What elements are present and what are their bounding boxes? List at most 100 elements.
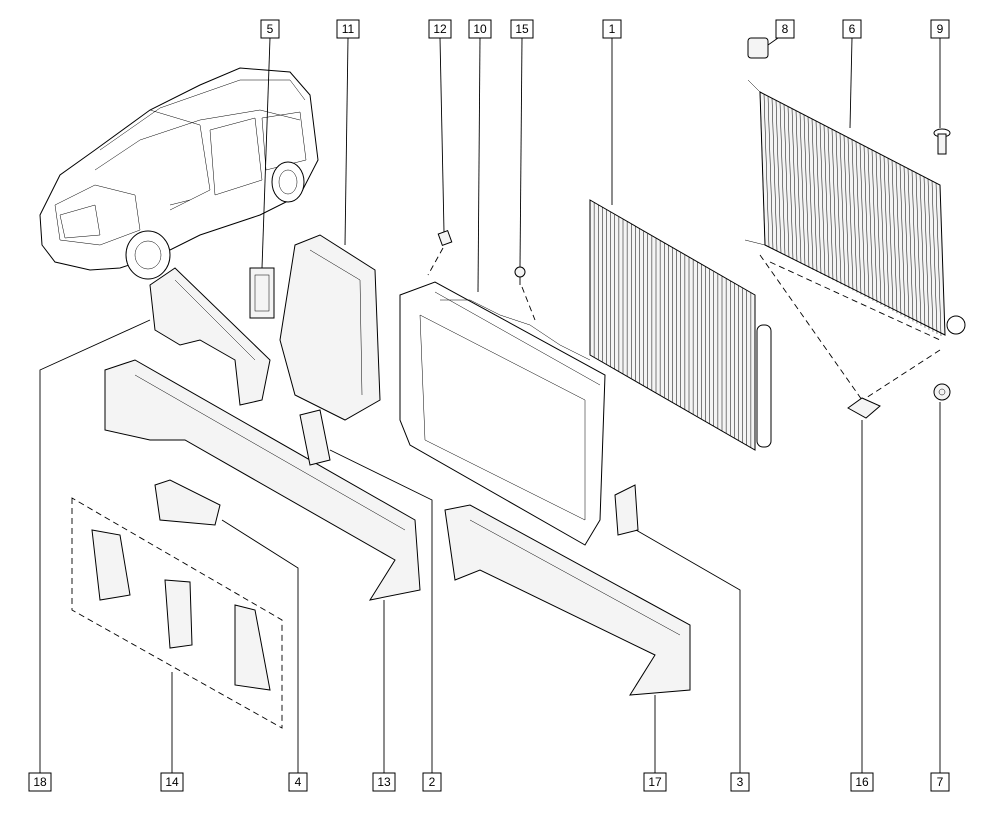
callout-12-text: 12	[433, 22, 447, 36]
callout-2: 2	[422, 772, 442, 792]
part-15-screw	[514, 266, 526, 285]
callout-16-text: 16	[855, 775, 869, 789]
part-1-condenser	[589, 199, 772, 451]
callout-11-text: 11	[342, 22, 355, 36]
fin-line	[859, 143, 866, 297]
part-14-kit	[71, 497, 283, 729]
fin-line	[823, 125, 830, 279]
callout-8: 8	[775, 19, 795, 39]
callout-9-text: 9	[937, 22, 944, 36]
part-18-bracket	[149, 267, 271, 406]
fin-line	[811, 118, 818, 272]
fin-line	[903, 166, 910, 320]
part-16-clip	[847, 397, 881, 419]
fin-line	[883, 156, 890, 310]
callout-10: 10	[468, 19, 492, 39]
callout-13-text: 13	[377, 775, 391, 789]
part-13-crossmember	[104, 359, 421, 601]
fin-line	[831, 129, 838, 283]
callout-labels: 5 11 12 10 15 1 8 6 9 18 14 4 13 2 17 3 …	[28, 19, 950, 792]
fin-line	[875, 151, 882, 305]
callout-15-text: 15	[515, 22, 529, 36]
fin-line	[919, 174, 926, 328]
callout-1-text: 1	[609, 22, 616, 36]
fin-line	[855, 141, 862, 295]
callout-6-text: 6	[849, 22, 856, 36]
leader-lines	[39, 37, 941, 773]
fin-line	[935, 182, 942, 336]
callout-10-text: 10	[473, 22, 487, 36]
part-9-bolt	[933, 128, 951, 155]
fin-line	[839, 133, 846, 287]
part-12-pin	[437, 230, 453, 246]
fin-line	[763, 94, 770, 248]
fin-line	[923, 176, 930, 330]
callout-1: 1	[602, 19, 622, 39]
fin-line	[803, 114, 810, 268]
vehicle-illustration	[39, 67, 319, 280]
fin-line	[795, 110, 802, 264]
part-17-crossmember	[444, 504, 691, 696]
callout-7: 7	[930, 772, 950, 792]
callout-17: 17	[643, 772, 667, 792]
callout-7-text: 7	[937, 775, 944, 789]
fin-line	[787, 106, 794, 260]
callout-9: 9	[930, 19, 950, 39]
callout-8-text: 8	[782, 22, 789, 36]
fin-line	[911, 170, 918, 324]
fin-line	[835, 131, 842, 285]
fin-line	[931, 180, 938, 334]
callout-12: 12	[428, 19, 452, 39]
fin-line	[815, 120, 822, 274]
callout-4-text: 4	[295, 775, 302, 789]
callout-15: 15	[510, 19, 534, 39]
callout-17-text: 17	[648, 775, 662, 789]
callout-3-text: 3	[737, 775, 744, 789]
fin-line	[799, 112, 806, 266]
fin-line	[775, 100, 782, 254]
part-5-clip	[249, 267, 275, 319]
callout-2-text: 2	[429, 775, 436, 789]
callout-5-text: 5	[267, 22, 274, 36]
part-7-nut	[933, 383, 951, 401]
fin-line	[819, 122, 826, 277]
part-10-frame	[399, 281, 606, 546]
fin-line	[915, 172, 922, 326]
fin-line	[887, 158, 894, 312]
fin-line	[783, 104, 790, 258]
callout-5: 5	[260, 19, 280, 39]
fin-line	[791, 108, 798, 262]
fin-line	[767, 96, 774, 250]
callout-13: 13	[372, 772, 396, 792]
callout-11: 11	[336, 19, 360, 39]
part-4-bracket	[154, 479, 221, 526]
fin-line	[907, 168, 914, 322]
callout-18-text: 18	[33, 775, 47, 789]
part-3-clip	[614, 484, 639, 536]
fin-line	[895, 162, 902, 316]
callout-14-text: 14	[165, 775, 179, 789]
part-8-cap	[747, 37, 769, 59]
fin-line	[779, 102, 786, 256]
fin-line	[771, 98, 778, 252]
callout-18: 18	[28, 772, 52, 792]
fin-line	[847, 137, 854, 291]
fin-line	[871, 149, 878, 303]
fin-line	[843, 135, 850, 289]
fin-line	[807, 116, 814, 270]
callout-16: 16	[850, 772, 874, 792]
fin-line	[891, 160, 898, 314]
callout-3: 3	[730, 772, 750, 792]
part-2-clip	[299, 409, 331, 466]
callout-4: 4	[288, 772, 308, 792]
fin-line	[851, 139, 858, 293]
fin-line	[899, 164, 906, 318]
fin-line	[879, 153, 886, 308]
fin-line	[863, 145, 870, 299]
callout-14: 14	[160, 772, 184, 792]
fin-line	[927, 178, 934, 332]
fin-line	[867, 147, 874, 301]
part-6-radiator	[744, 79, 966, 336]
